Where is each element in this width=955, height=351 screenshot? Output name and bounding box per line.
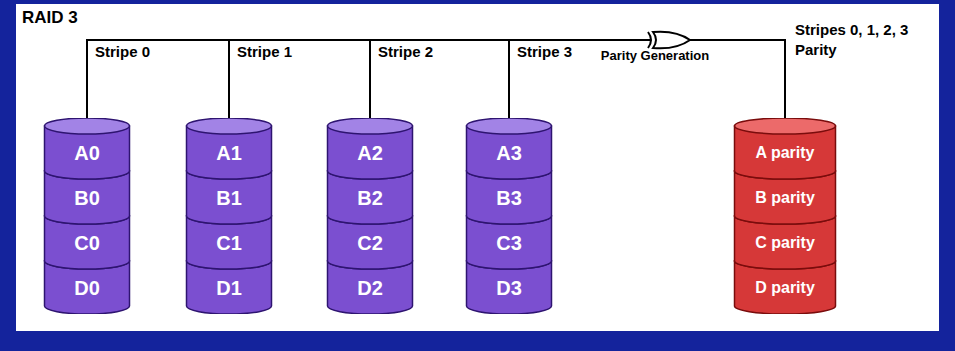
disk-block-label: C1 [185, 232, 273, 255]
disk-block-label: D3 [465, 277, 553, 300]
bus-connector [87, 40, 785, 120]
disk-block-label: B0 [43, 187, 131, 210]
disk-block-label: B1 [185, 187, 273, 210]
parity-output-label: Stripes 0, 1, 2, 3 Parity [795, 20, 925, 59]
disk-block-label: D1 [185, 277, 273, 300]
cylinder-top [735, 118, 836, 134]
cylinder-top [45, 118, 130, 134]
disk-block-label: A1 [185, 142, 273, 165]
bus-connector [370, 40, 785, 120]
disk-block-label: A0 [43, 142, 131, 165]
bus-connector [509, 40, 785, 120]
disk-block-label: D2 [326, 277, 414, 300]
stripe-label: Stripe 0 [95, 43, 150, 60]
disk-block-label: D0 [43, 277, 131, 300]
gate-label: Parity Generation [600, 48, 710, 65]
disk-block-label: C2 [326, 232, 414, 255]
disk-block-label: B2 [326, 187, 414, 210]
disk-block-label: C3 [465, 232, 553, 255]
disk-stack: A1B1C1D1 [185, 118, 273, 314]
stripe-label: Stripe 3 [517, 43, 572, 60]
disk-stack: A3B3C3D3 [465, 118, 553, 314]
disk-block-label: A parity [733, 144, 837, 162]
disk-stack: A0B0C0D0 [43, 118, 131, 314]
diagram-title: RAID 3 [22, 8, 78, 28]
disk-block-label: C parity [733, 234, 837, 252]
cylinder-top [328, 118, 413, 134]
cylinder-top [467, 118, 552, 134]
disk-block-label: D parity [733, 279, 837, 297]
xor-gate [648, 32, 690, 49]
stripe-label: Stripe 2 [378, 43, 433, 60]
cylinder-top [187, 118, 272, 134]
disk-block-label: B3 [465, 187, 553, 210]
disk-block-label: C0 [43, 232, 131, 255]
disk-stack: A2B2C2D2 [326, 118, 414, 314]
disk-stack: A parity B parity C parity D parity [733, 118, 837, 314]
disk-block-label: A2 [326, 142, 414, 165]
disk-block-label: B parity [733, 189, 837, 207]
bus-connector [229, 40, 785, 120]
stripe-label: Stripe 1 [237, 43, 292, 60]
disk-block-label: A3 [465, 142, 553, 165]
